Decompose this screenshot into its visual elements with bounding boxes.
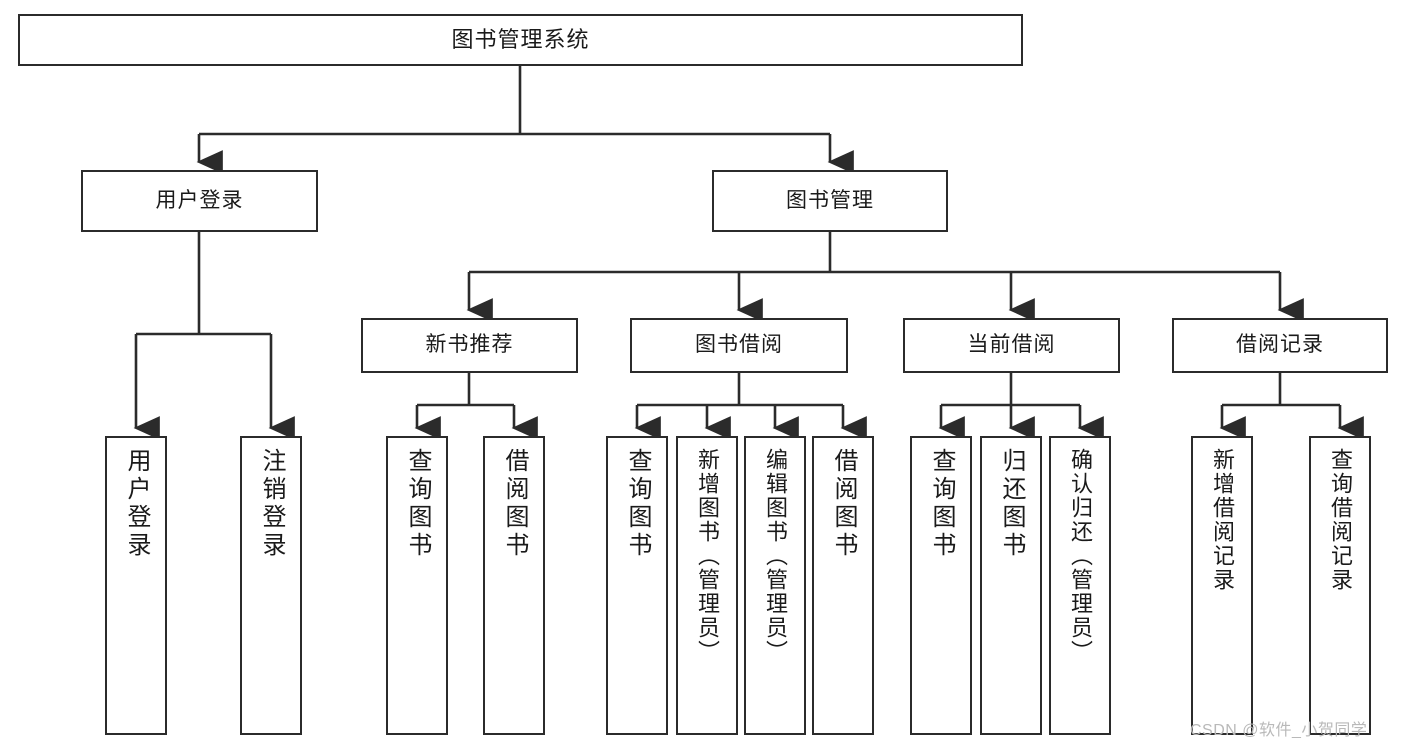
node-label: 图书借阅 bbox=[695, 333, 783, 357]
node-label: 新书推荐 bbox=[425, 333, 514, 357]
node-label: 用户登录 bbox=[155, 188, 244, 212]
leaf-current-query-book[interactable]: 查询图书 bbox=[910, 436, 972, 735]
node-label: 图书管理 bbox=[786, 188, 874, 212]
node-label: 查询图书 bbox=[404, 448, 431, 560]
node-current-borrow[interactable]: 当前借阅 bbox=[903, 318, 1120, 373]
leaf-borrow-add-book-admin[interactable]: 新增图书（管理员） bbox=[676, 436, 738, 735]
leaf-recommend-borrow-book[interactable]: 借阅图书 bbox=[483, 436, 545, 735]
node-label: 查询图书 bbox=[928, 448, 955, 560]
node-label: 借阅记录 bbox=[1236, 333, 1324, 357]
node-book-borrow[interactable]: 图书借阅 bbox=[630, 318, 848, 373]
node-label: 图书管理系统 bbox=[451, 27, 590, 53]
node-label: 归还图书 bbox=[998, 448, 1025, 560]
node-borrow-record[interactable]: 借阅记录 bbox=[1172, 318, 1388, 373]
leaf-borrow-query-book[interactable]: 查询图书 bbox=[606, 436, 668, 735]
node-label: 注销登录 bbox=[258, 448, 285, 560]
node-label: 借阅图书 bbox=[501, 448, 528, 560]
leaf-current-return-book[interactable]: 归还图书 bbox=[980, 436, 1042, 735]
leaf-user-login[interactable]: 用户登录 bbox=[105, 436, 167, 735]
leaf-record-query-borrow-record[interactable]: 查询借阅记录 bbox=[1309, 436, 1371, 735]
watermark-text: CSDN @软件_小贺同学 bbox=[1190, 722, 1368, 739]
node-label: 新增图书（管理员） bbox=[695, 448, 720, 664]
node-label: 查询借阅记录 bbox=[1328, 448, 1353, 592]
leaf-current-confirm-return-admin[interactable]: 确认归还（管理员） bbox=[1049, 436, 1111, 735]
node-label: 借阅图书 bbox=[830, 448, 857, 560]
leaf-recommend-query-book[interactable]: 查询图书 bbox=[386, 436, 448, 735]
leaf-record-add-borrow-record[interactable]: 新增借阅记录 bbox=[1191, 436, 1253, 735]
node-label: 当前借阅 bbox=[967, 333, 1056, 357]
node-label: 确认归还（管理员） bbox=[1068, 448, 1093, 664]
node-label: 编辑图书（管理员） bbox=[763, 448, 788, 664]
node-label: 用户登录 bbox=[123, 448, 150, 560]
leaf-borrow-edit-book-admin[interactable]: 编辑图书（管理员） bbox=[744, 436, 806, 735]
node-label: 新增借阅记录 bbox=[1210, 448, 1235, 592]
node-book-management[interactable]: 图书管理 bbox=[712, 170, 948, 232]
leaf-borrow-borrow-book[interactable]: 借阅图书 bbox=[812, 436, 874, 735]
node-user-login[interactable]: 用户登录 bbox=[81, 170, 318, 232]
node-label: 查询图书 bbox=[624, 448, 651, 560]
leaf-user-logout[interactable]: 注销登录 bbox=[240, 436, 302, 735]
node-root-system[interactable]: 图书管理系统 bbox=[18, 14, 1023, 66]
node-new-book-recommend[interactable]: 新书推荐 bbox=[361, 318, 578, 373]
